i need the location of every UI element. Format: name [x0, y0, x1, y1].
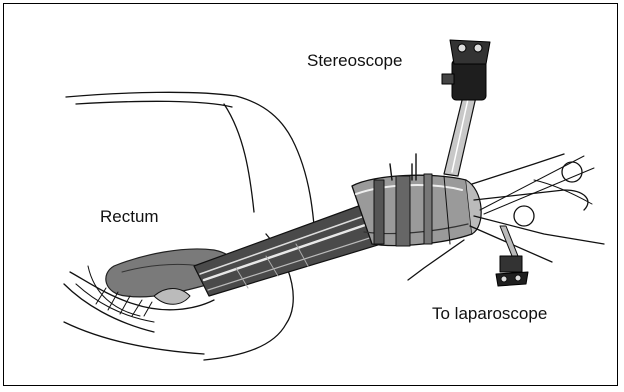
- label-stereoscope: Stereoscope: [307, 51, 402, 71]
- instrument-housing: [352, 154, 481, 246]
- label-rectum: Rectum: [100, 207, 159, 227]
- label-to-laparoscope: To laparoscope: [432, 304, 547, 324]
- laparoscope-connection: [496, 226, 528, 286]
- stereoscope-arm: [442, 40, 490, 176]
- figure-frame: Stereoscope Rectum To laparoscope: [3, 3, 618, 386]
